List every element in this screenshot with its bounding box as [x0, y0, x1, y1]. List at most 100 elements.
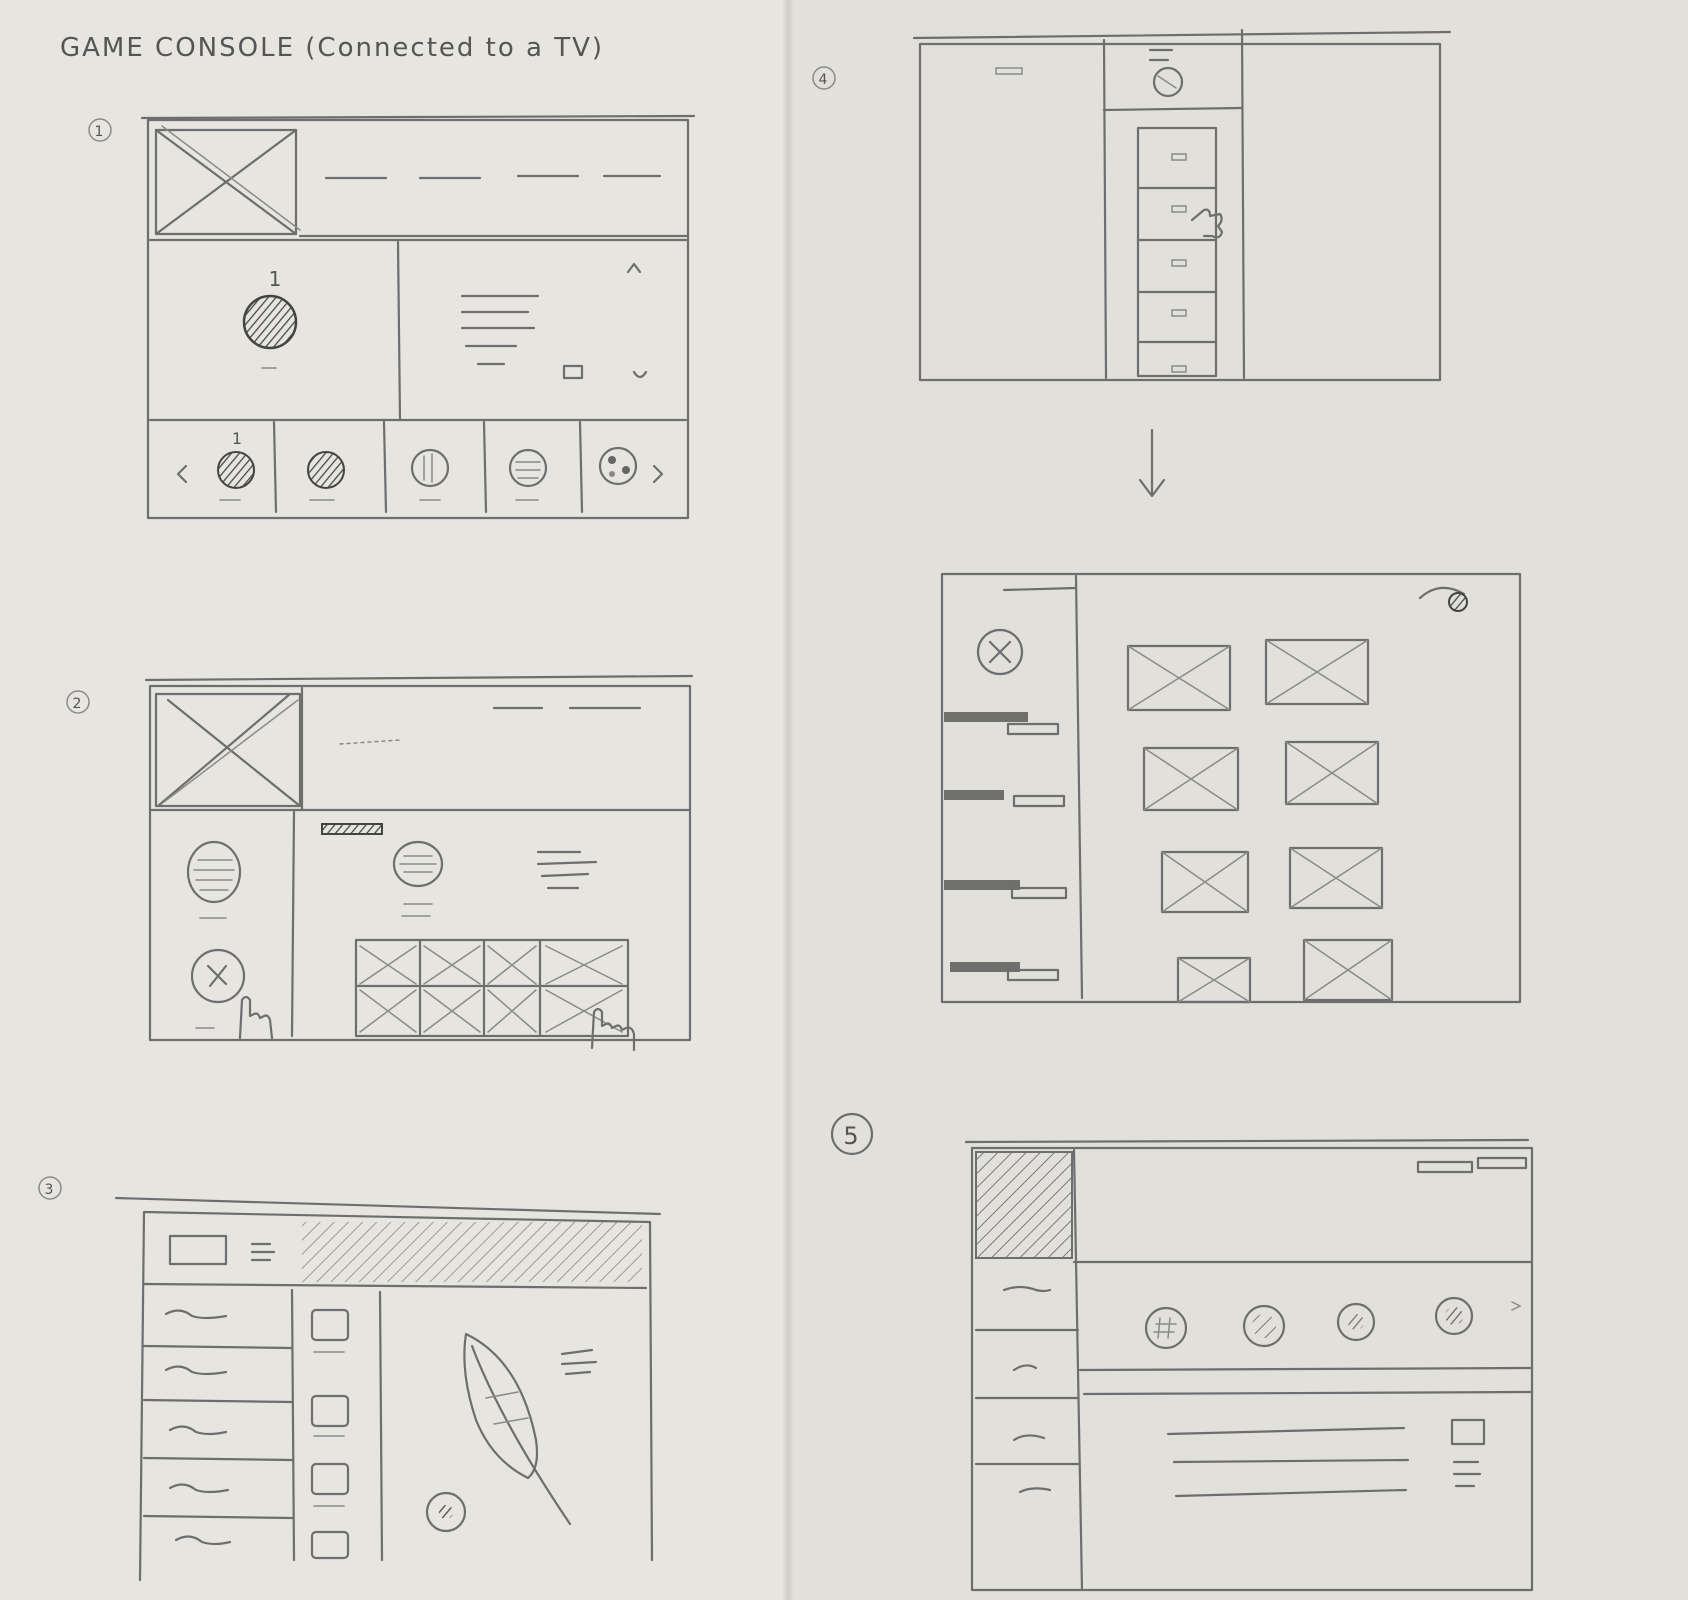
header-tab-1[interactable]: [1416, 1160, 1474, 1174]
menu-icon[interactable]: [250, 1242, 276, 1262]
pointer-hand-icon: [238, 995, 274, 1040]
carousel-next-icon[interactable]: [652, 464, 664, 484]
pointer-hand-icon: [1190, 208, 1224, 239]
paper-left-sheet: [0, 0, 790, 1600]
sidebar-item-4[interactable]: [168, 1483, 230, 1494]
category-icon-2[interactable]: [1242, 1304, 1286, 1348]
category-icon-1[interactable]: [1144, 1306, 1188, 1350]
profile-badge-icon[interactable]: [425, 1491, 467, 1533]
game-tile[interactable]: [1264, 638, 1370, 706]
content-text-lines: [536, 850, 598, 890]
content-avatar[interactable]: [392, 840, 444, 917]
add-button[interactable]: [190, 948, 246, 1029]
sidebar-item-1[interactable]: [1002, 1285, 1052, 1293]
header-image-placeholder: [154, 692, 302, 808]
action-button[interactable]: [1450, 1418, 1486, 1446]
player-details-text: [460, 294, 540, 366]
sidebar-avatar[interactable]: [976, 628, 1024, 676]
sidebar-item-3[interactable]: [944, 880, 1020, 890]
player-number: 1: [269, 267, 284, 291]
profile-avatar[interactable]: [186, 840, 242, 919]
category-next-icon[interactable]: [1511, 1301, 1522, 1311]
detail-text-lines: [1166, 1426, 1410, 1498]
thumbnail-3[interactable]: [310, 1462, 350, 1496]
game-tile[interactable]: [1288, 846, 1384, 910]
header-tabs: [1416, 1156, 1528, 1174]
feather-icon: [463, 1332, 572, 1526]
page-title: GAME CONSOLE (Connected to a TV): [60, 33, 604, 63]
frame-number: 5: [843, 1122, 860, 1150]
selected-player-avatar[interactable]: 1: [242, 267, 298, 369]
menu-item-2[interactable]: [1171, 205, 1187, 213]
menu-icon[interactable]: [1452, 1460, 1482, 1488]
game-tile[interactable]: [1126, 644, 1232, 712]
thumbnail-1[interactable]: [310, 1308, 350, 1342]
sidebar-item-4[interactable]: [1018, 1487, 1052, 1494]
game-tile[interactable]: [1176, 956, 1252, 1004]
carousel-avatar-2[interactable]: [307, 451, 345, 489]
carousel-avatar-3[interactable]: [410, 448, 450, 501]
logo-hatched: [975, 1151, 1073, 1259]
frame-number: 1: [95, 124, 106, 140]
sidebar-list: [974, 1285, 1080, 1494]
sidebar-item-3[interactable]: [1012, 1434, 1046, 1442]
game-tile[interactable]: [1302, 938, 1394, 1002]
sidebar-item-4[interactable]: [950, 962, 1020, 972]
carousel-avatar-5[interactable]: [598, 446, 638, 486]
scroll-up-icon[interactable]: [626, 262, 642, 274]
small-button[interactable]: [562, 364, 584, 380]
sidebar-item-2[interactable]: [1012, 1364, 1038, 1372]
game-tile[interactable]: [1160, 850, 1250, 914]
category-icon-3[interactable]: [1336, 1302, 1376, 1342]
sidebar-item-1[interactable]: [164, 1309, 228, 1320]
section-tag: [321, 823, 383, 835]
menu-item-5[interactable]: [1171, 365, 1187, 373]
screen-frame: [148, 684, 692, 1042]
scroll-down-icon[interactable]: [632, 370, 648, 379]
menu-item-4[interactable]: [1171, 309, 1187, 317]
sidebar-item-2[interactable]: [944, 790, 1004, 800]
category-row: [1144, 1296, 1522, 1350]
game-grid[interactable]: [354, 938, 630, 1038]
frame-1: 1 1: [88, 114, 696, 520]
menu-item-3[interactable]: [1171, 259, 1187, 267]
corner-avatar-icon[interactable]: [1418, 586, 1468, 612]
frame-2: 2: [66, 674, 694, 1052]
game-tile[interactable]: [1284, 740, 1380, 806]
frame-4: 4: [812, 28, 1522, 1004]
menu-item-1[interactable]: [1171, 153, 1187, 161]
frame-3: 3: [38, 1176, 662, 1582]
thumbnail-column: [310, 1308, 350, 1560]
header-tab-2[interactable]: [1476, 1156, 1528, 1170]
frame-number-circle: [88, 118, 112, 142]
sidebar-item-2[interactable]: [164, 1365, 228, 1376]
sidebar-item-1[interactable]: [944, 712, 1028, 722]
header-nav-dashes: [324, 174, 662, 180]
logo-box[interactable]: [168, 1234, 228, 1266]
thumbnail-2[interactable]: [310, 1394, 350, 1428]
sidebar-item-5[interactable]: [174, 1535, 232, 1546]
carousel-avatar-4[interactable]: [508, 448, 548, 501]
sidebar-items: [944, 712, 1068, 982]
screen-frame: [146, 118, 690, 520]
frame-5: 5: [830, 1112, 1534, 1592]
thumbnail-4[interactable]: [310, 1530, 350, 1560]
category-icon-4[interactable]: [1434, 1296, 1474, 1336]
transition-arrow-icon: [1138, 428, 1166, 498]
profile-avatar[interactable]: [1148, 48, 1184, 98]
screen-frame: [940, 572, 1522, 1004]
carousel-prev-icon[interactable]: [176, 464, 188, 484]
sidebar-item-3[interactable]: [168, 1425, 228, 1436]
frame-number: 4: [819, 72, 830, 88]
carousel-avatar-1[interactable]: [217, 451, 255, 489]
game-tile[interactable]: [1142, 746, 1240, 812]
frame-number: 3: [45, 1182, 56, 1198]
description-lines: [560, 1348, 598, 1376]
screen-frame: [138, 1210, 654, 1582]
header-image-placeholder: [154, 125, 301, 236]
screen-frame: [918, 42, 1442, 382]
menu-list: [1136, 126, 1218, 378]
game-tiles-grid: [1126, 638, 1394, 1004]
